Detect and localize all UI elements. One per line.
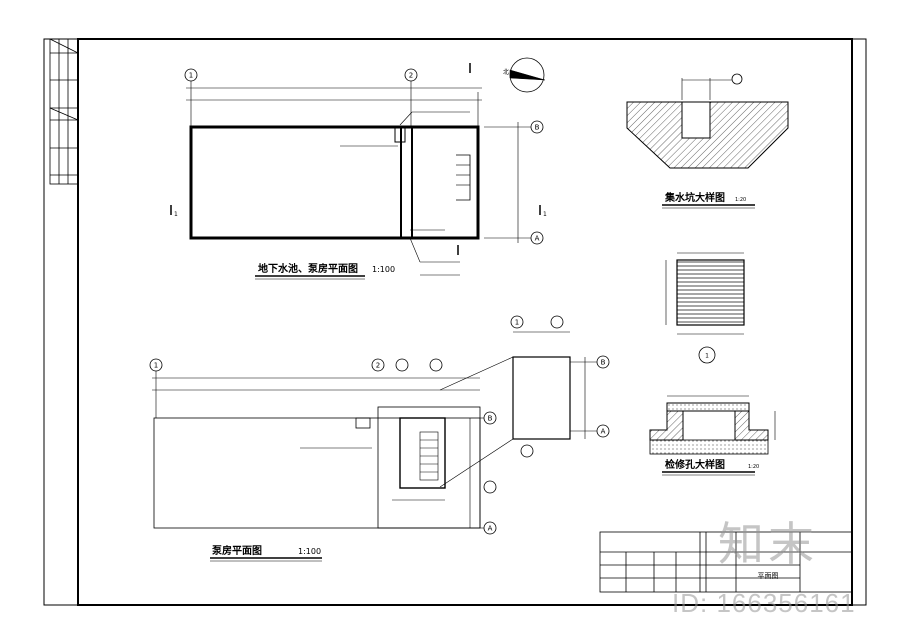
watermark-id: ID: 166356161 bbox=[672, 588, 856, 618]
grating-detail bbox=[665, 252, 745, 364]
top-plan-labels: 1 2 B A 1 1 北 地下水池、泵房平面图 1:100 bbox=[174, 68, 547, 275]
bottom-plan bbox=[149, 358, 497, 562]
sump-detail bbox=[626, 73, 789, 209]
watermark-logo: 知末 bbox=[718, 517, 818, 571]
enlarged-axis-label-A: A bbox=[601, 428, 606, 436]
enlarged-pit-plan bbox=[439, 315, 610, 488]
binding-strip bbox=[49, 38, 79, 185]
enlarged-axis-label-B: B bbox=[601, 359, 606, 367]
bottom-plan-labels: 1 2 B A 泵房平面图 1:100 bbox=[154, 362, 493, 558]
bottom-plan-title: 泵房平面图 bbox=[212, 544, 262, 557]
axis-label-1: 1 bbox=[189, 72, 193, 80]
bottom-axis-label-2: 2 bbox=[376, 362, 380, 370]
section-mark-right: 1 bbox=[543, 211, 547, 218]
top-plan-title: 地下水池、泵房平面图 bbox=[258, 262, 358, 275]
access-hole-detail bbox=[649, 395, 776, 476]
sheet-inner-border bbox=[77, 38, 853, 606]
bottom-tank-outline bbox=[153, 417, 481, 529]
enlarged-axis-bubble-1 bbox=[510, 315, 524, 329]
sump-title: 集水坑大样图 bbox=[664, 191, 725, 204]
enlarged-pit-labels: 1 B A bbox=[515, 319, 606, 436]
title-block bbox=[599, 531, 853, 593]
bottom-plan-scale: 1:100 bbox=[298, 547, 321, 556]
grating-marker-label: 1 bbox=[705, 353, 709, 360]
top-plan bbox=[170, 57, 546, 280]
sump-scale: 1:20 bbox=[735, 197, 746, 203]
top-plan-scale: 1:100 bbox=[372, 265, 395, 274]
access-hole-scale: 1:20 bbox=[748, 464, 759, 470]
north-label: 北 bbox=[503, 68, 509, 76]
enlarged-axis-label-1: 1 bbox=[515, 319, 519, 327]
enlarged-axis-bubble-2 bbox=[550, 315, 564, 329]
bottom-axis-label-A: A bbox=[488, 525, 493, 533]
tank-outline bbox=[189, 125, 480, 240]
bottom-axis-label-B: B bbox=[488, 415, 493, 423]
axis-label-2: 2 bbox=[409, 72, 413, 80]
access-hole-title: 检修孔大样图 bbox=[665, 458, 725, 471]
axis-label-A: A bbox=[535, 235, 540, 243]
access-hole-labels: 检修孔大样图 1:20 bbox=[665, 458, 759, 471]
axis-label-B: B bbox=[535, 124, 540, 132]
title-block-drawing-name: 平面图 bbox=[758, 572, 779, 580]
sump-detail-labels: 集水坑大样图 1:20 bbox=[664, 191, 746, 204]
bottom-axis-label-1: 1 bbox=[154, 362, 158, 370]
section-mark-left: 1 bbox=[174, 211, 178, 218]
bottom-axis-bubble-2 bbox=[371, 358, 385, 372]
grating-marker bbox=[698, 346, 716, 364]
